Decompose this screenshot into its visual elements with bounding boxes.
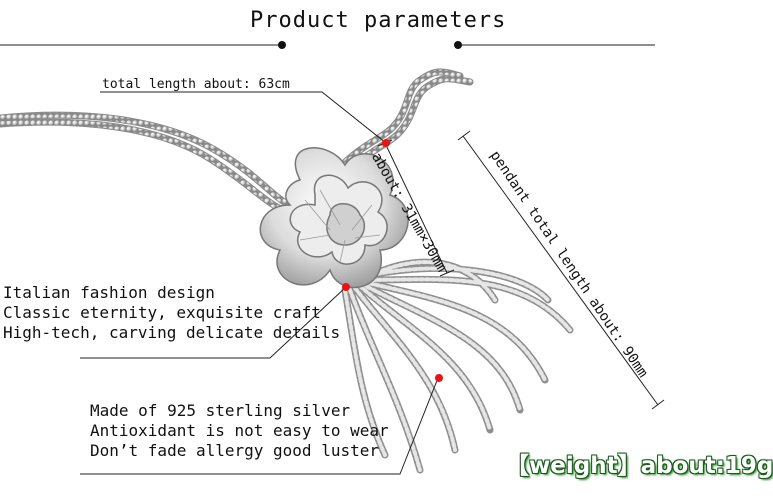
total-length-label: total length about: 63cm — [102, 77, 290, 92]
material-line: Antioxidant is not easy to wear — [90, 421, 389, 440]
material-line: Made of 925 sterling silver — [90, 401, 351, 420]
page-title: Product parameters — [250, 8, 507, 33]
marker-flower — [342, 283, 350, 291]
dimension-lines — [80, 91, 665, 475]
title-rule-dot-left — [278, 41, 286, 49]
design-line: Italian fashion design — [3, 283, 215, 302]
tassels — [341, 258, 574, 474]
marker-tassel — [435, 374, 443, 382]
weight-label: 【weight】about:19g — [506, 453, 773, 479]
design-line: High-tech, carving delicate details — [3, 323, 341, 342]
material-line: Don’t fade allergy good luster — [90, 441, 379, 460]
title-rule-dot-right — [454, 41, 462, 49]
marker-chain — [382, 139, 390, 147]
flower-pendant — [259, 147, 409, 289]
design-description: Italian fashion design Classic eternity,… — [3, 283, 340, 343]
necklace-illustration — [0, 41, 665, 475]
material-description: Made of 925 sterling silver Antioxidant … — [90, 401, 389, 461]
design-line: Classic eternity, exquisite craft — [3, 303, 321, 322]
